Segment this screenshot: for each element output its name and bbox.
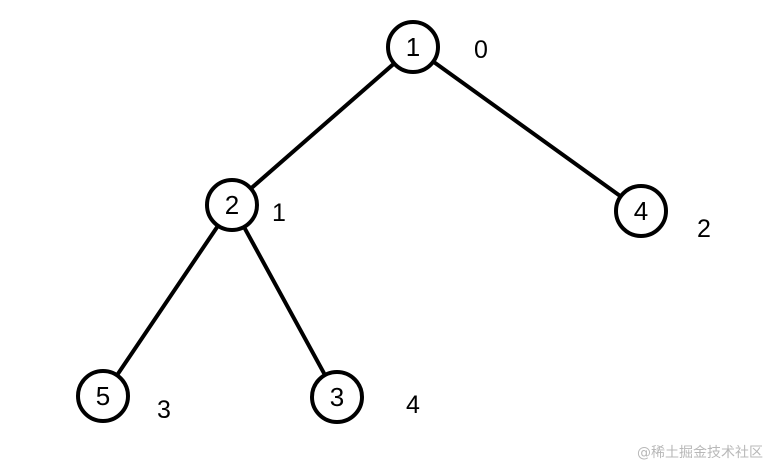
tree-node-3: 3 (310, 370, 364, 424)
edge-n2-n5 (114, 223, 221, 378)
index-labels-group: 0 1 2 3 4 (157, 36, 711, 424)
node-circle (386, 20, 440, 74)
node-index-label: 3 (157, 396, 171, 424)
tree-node-4: 4 (614, 184, 668, 238)
tree-node-2: 2 (205, 178, 259, 232)
node-value: 3 (330, 382, 344, 412)
node-circle (76, 369, 130, 423)
node-value: 1 (406, 32, 420, 62)
node-index-label: 1 (272, 199, 286, 227)
edge-n1-n2 (248, 61, 397, 191)
node-index-label: 4 (406, 391, 420, 419)
edge-n1-n4 (431, 59, 623, 199)
tree-node-1: 1 (386, 20, 440, 74)
node-index-label: 2 (697, 215, 711, 243)
node-circle (205, 178, 259, 232)
watermark: @稀土掘金技术社区 (637, 445, 763, 461)
node-value: 2 (225, 190, 239, 220)
edge-n2-n3 (241, 224, 328, 378)
nodes-group: 1 2 4 5 3 (76, 20, 668, 424)
node-value: 5 (96, 381, 110, 411)
edges-group (114, 59, 623, 378)
tree-node-5: 5 (76, 369, 130, 423)
node-circle (310, 370, 364, 424)
node-value: 4 (634, 196, 648, 226)
node-index-label: 0 (474, 36, 488, 64)
node-circle (614, 184, 668, 238)
